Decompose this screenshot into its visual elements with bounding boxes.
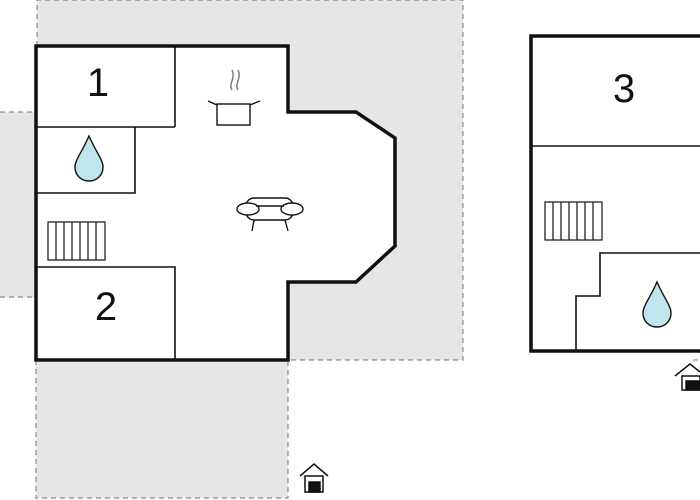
house-outline-floor-2 bbox=[529, 34, 700, 353]
sofa-icon bbox=[236, 197, 304, 232]
terrace-top bbox=[37, 0, 463, 360]
entrance-icon bbox=[674, 363, 700, 391]
terrace-bottom bbox=[36, 360, 288, 498]
stairs-icon bbox=[544, 201, 603, 241]
room-number-2: 2 bbox=[95, 285, 117, 329]
cooking-pot-icon bbox=[207, 69, 261, 126]
water-drop-icon bbox=[642, 280, 672, 328]
room-number-1: 1 bbox=[87, 61, 109, 105]
water-drop-icon bbox=[74, 134, 104, 182]
internal-walls-floor-2 bbox=[531, 145, 700, 351]
stairs-icon bbox=[47, 221, 106, 261]
house-outline-floor-1 bbox=[34, 44, 397, 362]
entrance-icon bbox=[299, 463, 329, 493]
terrace-left bbox=[0, 112, 36, 297]
room-number-3: 3 bbox=[613, 67, 635, 111]
internal-walls-floor-1 bbox=[36, 46, 176, 360]
